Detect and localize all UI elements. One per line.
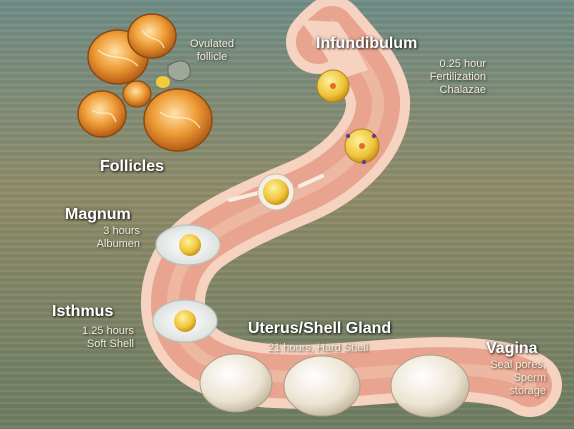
magnum-process: Albumen <box>60 238 140 251</box>
egg-isthmus <box>153 300 217 342</box>
isthmus-time: 1.25 hours <box>52 325 134 338</box>
egg-magnum <box>156 225 220 265</box>
infundibulum-details: 0.25 hour Fertilization Chalazae <box>408 58 486 97</box>
magnum-details: 3 hours Albumen <box>60 225 140 251</box>
infundibulum-time: 0.25 hour <box>408 58 486 71</box>
infundibulum-process-1: Fertilization <box>408 71 486 84</box>
uterus-details: 21 hours, Hard Shell <box>268 342 368 355</box>
isthmus-details: 1.25 hours Soft Shell <box>52 325 134 351</box>
infundibulum-title: Infundibulum <box>316 35 417 53</box>
egg-uterus-2 <box>284 356 360 416</box>
ovulated-line-1: Ovulated <box>190 38 234 51</box>
vagina-process-1: Seal pores, <box>470 359 546 372</box>
vagina-process-2: Sperm <box>470 372 546 385</box>
egg-vagina <box>391 355 469 417</box>
infundibulum-process-2: Chalazae <box>408 84 486 97</box>
isthmus-title: Isthmus <box>52 303 113 321</box>
vagina-process-3: storage <box>470 385 546 398</box>
vagina-details: Seal pores, Sperm storage <box>470 359 546 398</box>
magnum-title: Magnum <box>65 206 131 224</box>
vagina-title: Vagina <box>486 340 538 358</box>
follicles-label: Follicles <box>100 158 164 176</box>
uterus-title: Uterus/Shell Gland <box>248 320 391 338</box>
magnum-time: 3 hours <box>60 225 140 238</box>
isthmus-process: Soft Shell <box>52 338 134 351</box>
egg-uterus-1 <box>200 354 272 412</box>
ovulated-line-2: follicle <box>190 51 234 64</box>
ovulated-follicle-label: Ovulated follicle <box>190 38 234 64</box>
ovum-infundibulum-1 <box>317 70 349 102</box>
uterus-time-process: 21 hours, Hard Shell <box>268 342 368 355</box>
